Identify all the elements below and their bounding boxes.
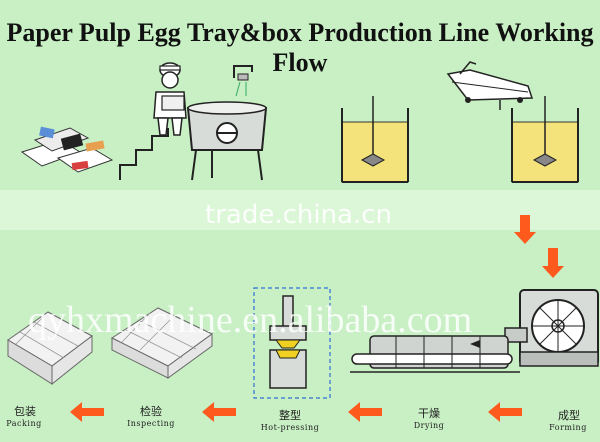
hot-press-machine	[253, 287, 331, 399]
step-drying-cn: 干燥	[418, 407, 440, 420]
step-drying-en: Drying	[413, 421, 445, 430]
pulper-tank	[186, 65, 268, 181]
arrow-drying-to-hotpress	[348, 402, 382, 422]
watermark-trade: trade.china.cn	[205, 200, 393, 230]
watermark-site: qyhxmachine.en.alibaba.com	[28, 299, 473, 341]
diagram-title: Paper Pulp Egg Tray&box Production Line …	[6, 18, 594, 77]
pulp-tank-1	[341, 96, 409, 183]
stairs	[119, 128, 169, 180]
packed-trays	[7, 311, 93, 386]
step-hotpressing-en: Hot-pressing	[260, 423, 320, 432]
arrows-to-forming	[514, 215, 564, 278]
inspected-trays	[110, 307, 213, 379]
arrow-inspecting-to-packing	[70, 402, 104, 422]
step-hotpressing-cn: 整型	[279, 409, 301, 422]
flow-arrows	[70, 402, 522, 422]
worker-figure	[153, 62, 187, 136]
arrow-forming-to-drying	[488, 402, 522, 422]
pulp-tank-2	[511, 96, 579, 183]
waste-paper-pile	[20, 126, 114, 173]
arrow-hotpress-to-inspecting	[202, 402, 236, 422]
dryer-line	[350, 335, 520, 373]
step-packing-en: Packing	[6, 419, 42, 428]
forming-machine	[504, 289, 599, 367]
step-packing-cn: 包装	[14, 405, 36, 418]
step-forming-cn: 成型	[558, 409, 580, 422]
watermark-band	[0, 190, 600, 230]
pulp-feeder	[446, 61, 534, 110]
step-forming-en: Forming	[549, 423, 587, 432]
step-inspecting-en: Inspecting	[127, 419, 175, 428]
step-inspecting-cn: 检验	[140, 405, 162, 418]
